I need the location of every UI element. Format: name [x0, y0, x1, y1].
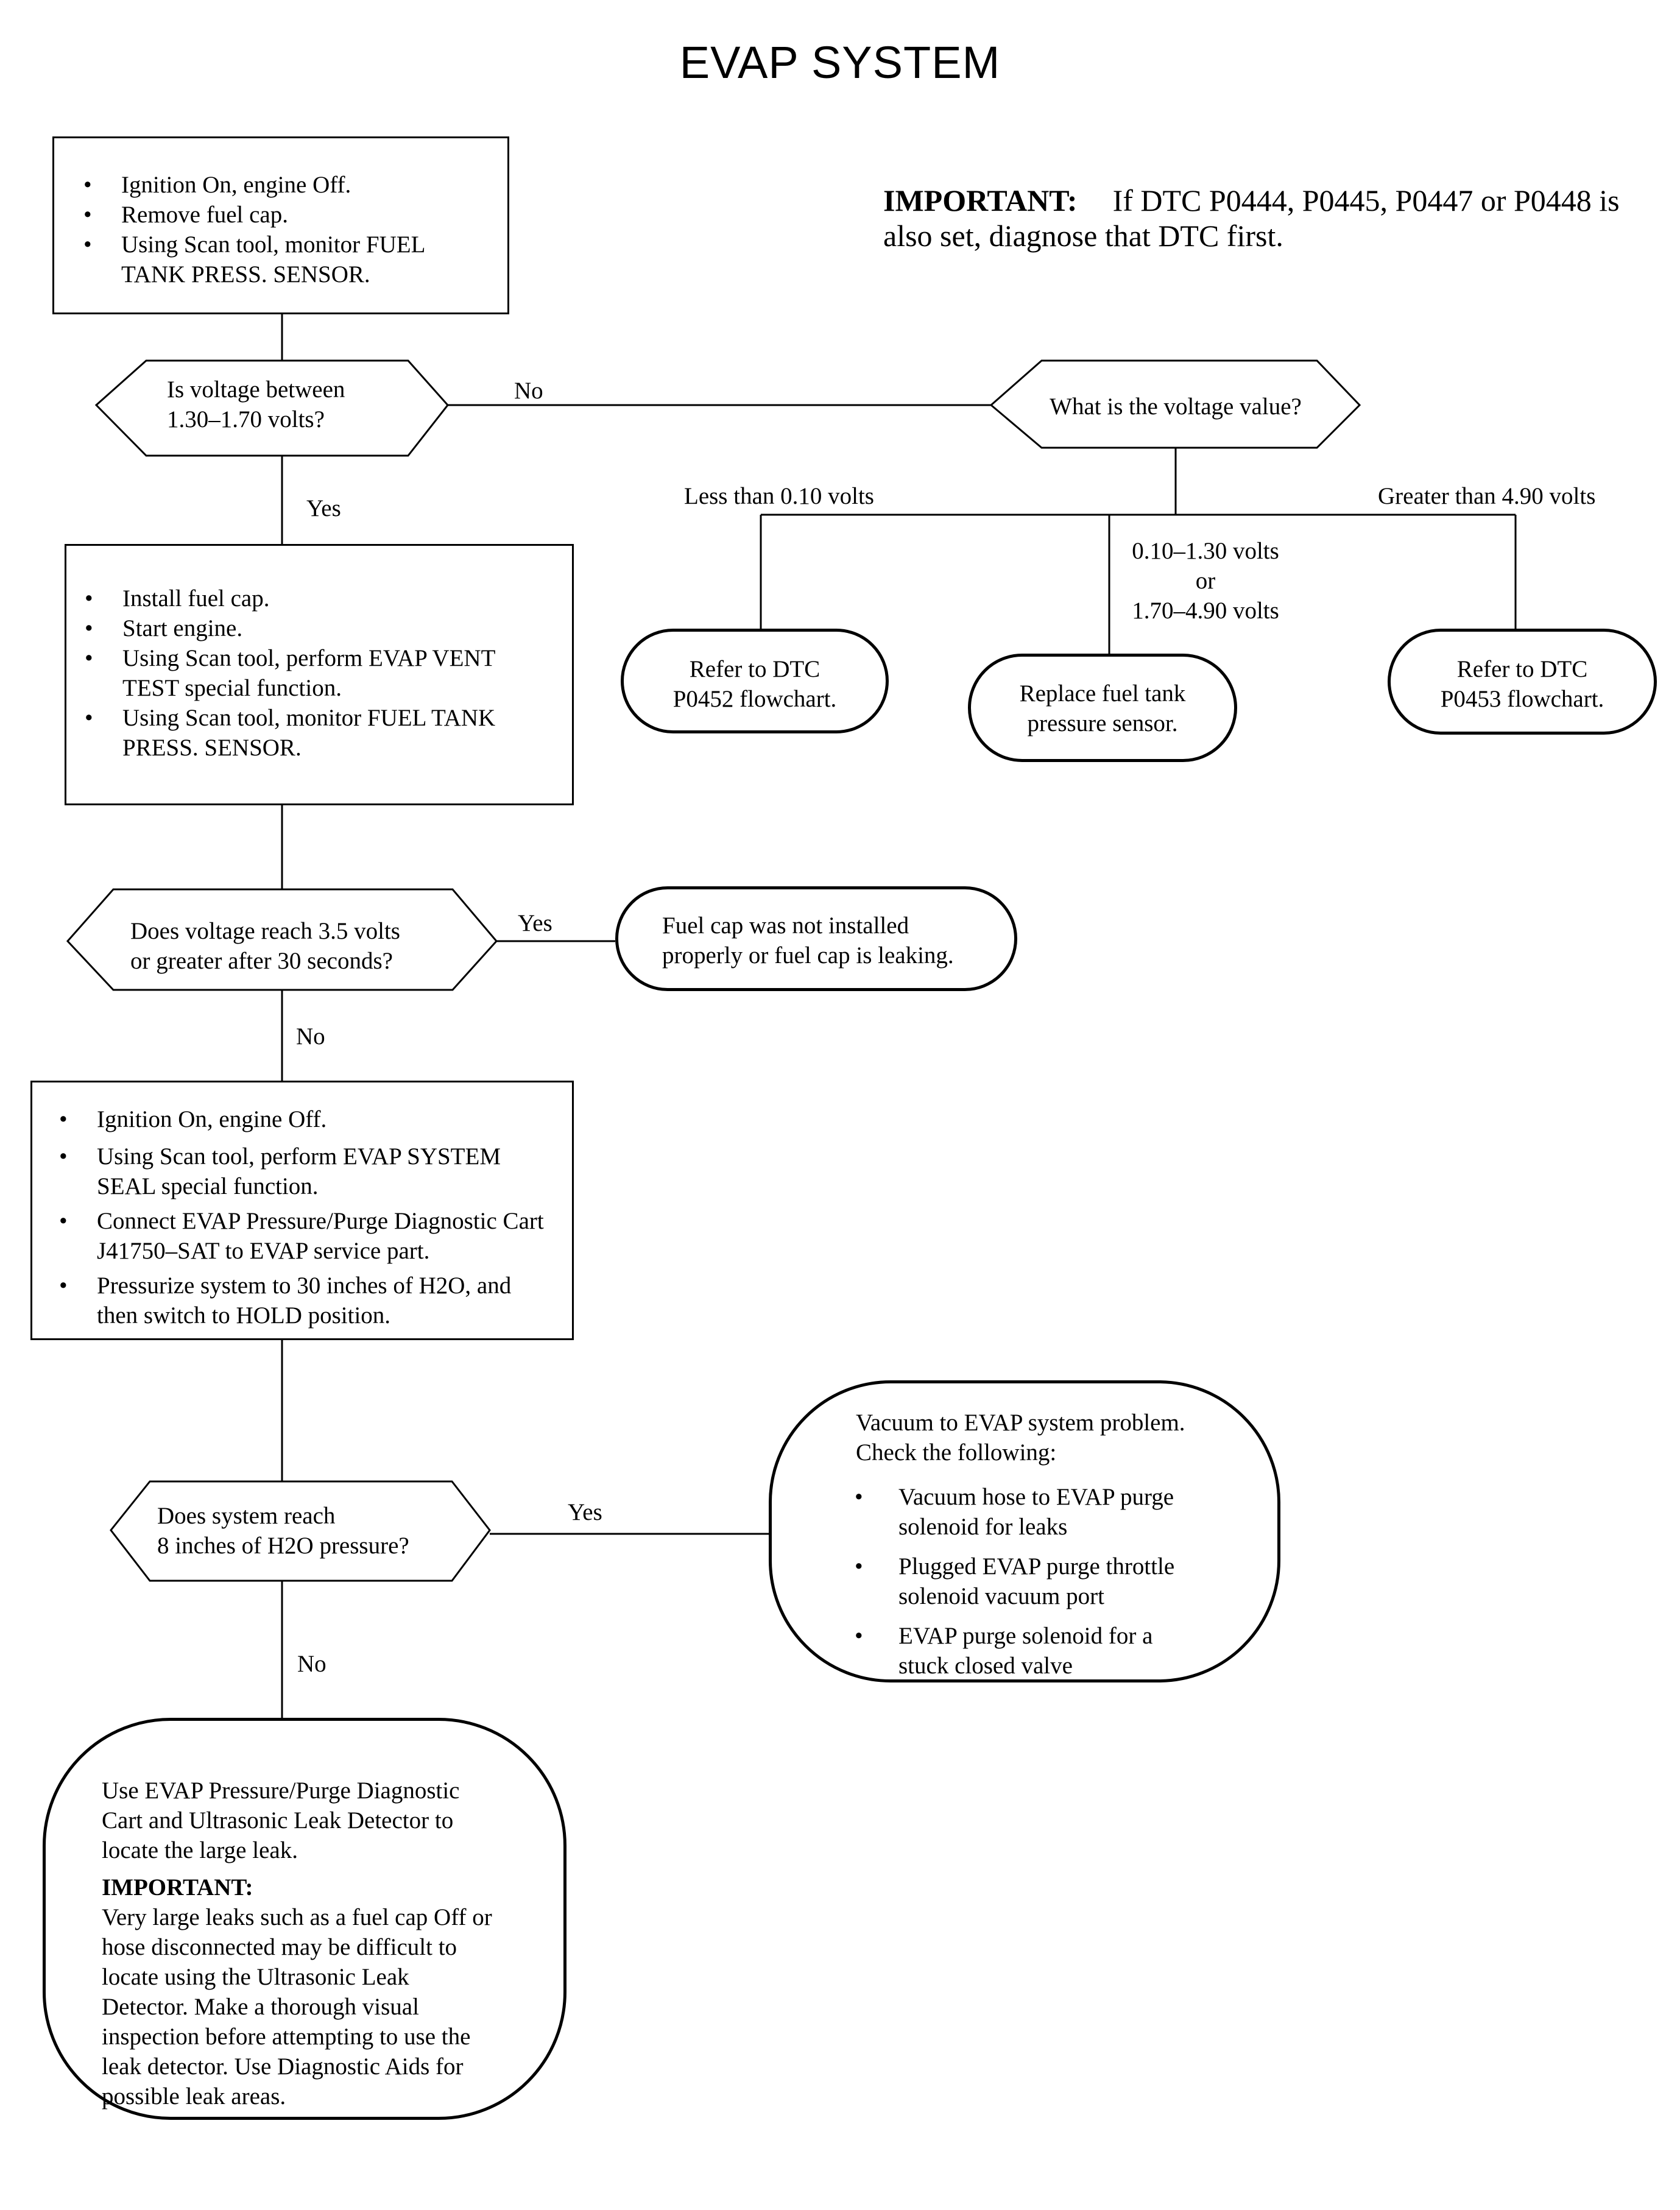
result-fuel-cap-line: properly or fuel cap is leaking. — [662, 942, 954, 969]
label-d3-yes: Yes — [568, 1499, 602, 1525]
result-vacuum-item: Plugged EVAP purge throttle solenoid vac… — [855, 1552, 1204, 1611]
step-3-list: Ignition On, engine Off. Using Scan tool… — [59, 1104, 554, 1330]
decision-voltage-reach-shape — [66, 888, 498, 991]
result-refer-p0452-line: P0452 flowchart. — [672, 686, 837, 712]
label-mid-range-line: 1.70–4.90 volts — [1132, 598, 1279, 624]
result-vacuum-list: Vacuum hose to EVAP purge solenoid for l… — [855, 1482, 1204, 1681]
result-replace-sensor-line: Replace fuel tank — [1019, 680, 1186, 707]
decision-system-reach-shape — [110, 1480, 491, 1582]
step-2-item: Using Scan tool, monitor FUEL TANK PRESS… — [85, 703, 554, 763]
label-d2-yes: Yes — [518, 910, 552, 936]
step-3-item: Ignition On, engine Off. — [59, 1104, 554, 1134]
decision-system-reach-line: 8 inches of H2O pressure? — [157, 1533, 409, 1559]
step-box-1: Ignition On, engine Off. Remove fuel cap… — [52, 136, 509, 314]
label-d3-no: No — [297, 1651, 326, 1677]
result-refer-p0453: Refer to DTC P0453 flowchart. — [1388, 629, 1657, 735]
important-note-label: IMPORTANT: — [883, 183, 1078, 217]
step-1-item: Ignition On, engine Off. — [83, 170, 489, 200]
label-mid-range: 0.10–1.30 volts or 1.70–4.90 volts — [1105, 536, 1306, 626]
step-1-list: Ignition On, engine Off. Remove fuel cap… — [83, 170, 489, 289]
label-less-than: Less than 0.10 volts — [684, 483, 874, 509]
decision-voltage-reach-line: Does voltage reach 3.5 volts — [130, 918, 400, 944]
label-d1-yes: Yes — [306, 495, 341, 521]
result-vacuum-item: Vacuum hose to EVAP purge solenoid for l… — [855, 1482, 1204, 1542]
label-d1-no: No — [514, 378, 543, 404]
step-2-item: Install fuel cap. — [85, 584, 554, 613]
important-note: IMPORTANT:If DTC P0444, P0445, P0447 or … — [883, 183, 1675, 253]
result-replace-sensor-line: pressure sensor. — [1027, 710, 1178, 736]
result-large-leak-text: Use EVAP Pressure/Purge Diagnostic Cart … — [102, 1778, 460, 1863]
result-vacuum-problem: Vacuum to EVAP system problem. Check the… — [769, 1380, 1280, 1682]
decision-voltage-reach-line: or greater after 30 seconds? — [130, 948, 393, 974]
decision-voltage-range: Is voltage between 1.30–1.70 volts? — [167, 375, 423, 434]
step-1-item: Remove fuel cap. — [83, 200, 489, 230]
important-note-text: If DTC P0444, P0445, P0447 or P0448 is a… — [883, 183, 1620, 253]
step-box-3: Ignition On, engine Off. Using Scan tool… — [30, 1081, 574, 1340]
step-3-item: Using Scan tool, perform EVAP SYSTEM SEA… — [59, 1142, 554, 1201]
result-large-leak-important-text: Very large leaks such as a fuel cap Off … — [102, 1904, 492, 2109]
result-large-leak: Use EVAP Pressure/Purge Diagnostic Cart … — [43, 1718, 566, 2120]
result-vacuum-item: EVAP purge solenoid for a stuck closed v… — [855, 1621, 1204, 1681]
result-fuel-cap-line: Fuel cap was not installed — [662, 913, 909, 939]
result-replace-sensor: Replace fuel tank pressure sensor. — [968, 654, 1237, 762]
step-box-2: Install fuel cap. Start engine. Using Sc… — [65, 544, 574, 805]
decision-voltage-range-shape — [94, 359, 449, 457]
step-3-item: Pressurize system to 30 inches of H2O, a… — [59, 1271, 554, 1330]
decision-system-reach: Does system reach 8 inches of H2O pressu… — [157, 1501, 474, 1561]
label-greater-than: Greater than 4.90 volts — [1378, 483, 1596, 509]
label-mid-range-line: 0.10–1.30 volts — [1132, 538, 1279, 564]
label-mid-range-line: or — [1195, 568, 1216, 594]
decision-system-reach-line: Does system reach — [157, 1503, 336, 1529]
step-3-item: Connect EVAP Pressure/Purge Diagnostic C… — [59, 1206, 554, 1266]
result-vacuum-intro: Vacuum to EVAP system problem. Check the… — [856, 1410, 1185, 1466]
result-refer-p0453-line: Refer to DTC — [1456, 656, 1588, 682]
step-2-item: Start engine. — [85, 613, 554, 643]
step-2-item: Using Scan tool, perform EVAP VENT TEST … — [85, 643, 554, 703]
decision-voltage-reach: Does voltage reach 3.5 volts or greater … — [130, 916, 471, 976]
step-2-list: Install fuel cap. Start engine. Using Sc… — [85, 584, 554, 763]
decision-voltage-range-line: Is voltage between — [167, 376, 345, 403]
page-title: EVAP SYSTEM — [679, 37, 1001, 88]
step-1-item: Using Scan tool, monitor FUEL TANK PRESS… — [83, 230, 489, 289]
decision-voltage-value: What is the voltage value? — [1050, 394, 1302, 420]
result-refer-p0453-line: P0453 flowchart. — [1440, 686, 1604, 712]
result-large-leak-important-label: IMPORTANT: — [102, 1874, 253, 1901]
result-refer-p0452-line: Refer to DTC — [689, 656, 821, 682]
result-refer-p0452: Refer to DTC P0452 flowchart. — [621, 629, 889, 733]
result-fuel-cap: Fuel cap was not installed properly or f… — [615, 886, 1017, 991]
decision-voltage-range-line: 1.30–1.70 volts? — [167, 406, 325, 432]
label-d2-no: No — [296, 1023, 325, 1050]
